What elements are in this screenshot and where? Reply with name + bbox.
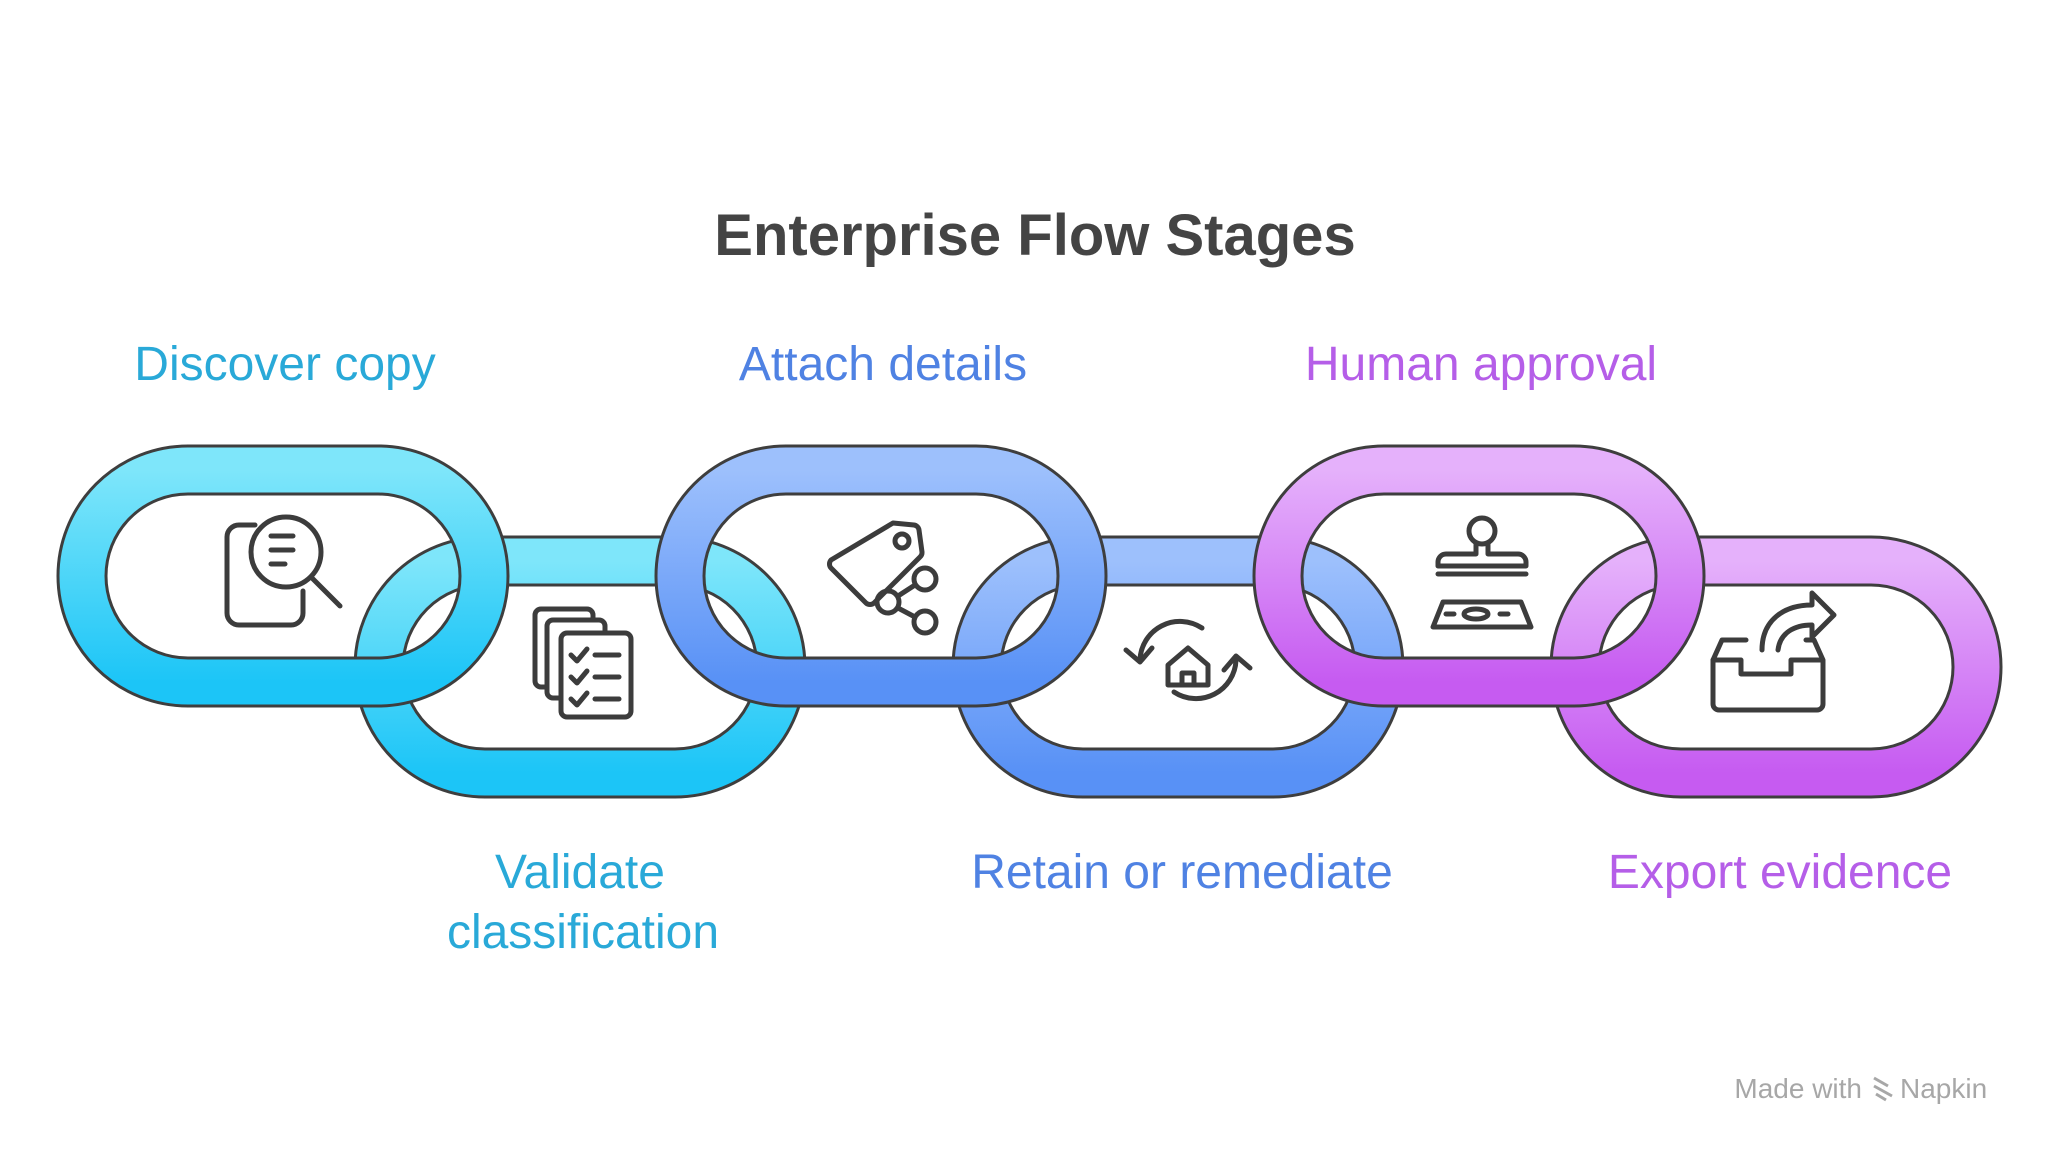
stage-1-label: Discover copy xyxy=(134,338,435,391)
napkin-watermark: Made with Napkin xyxy=(1734,1073,1987,1104)
watermark-prefix: Made with xyxy=(1734,1073,1862,1104)
watermark-brand: Napkin xyxy=(1900,1073,1987,1104)
checklist-documents-icon xyxy=(532,606,634,720)
tray-export-icon xyxy=(1710,590,1837,713)
tag-share-icon xyxy=(827,520,939,636)
stage-5-label: Human approval xyxy=(1305,338,1657,391)
stage-4-label: Retain or remediate xyxy=(971,846,1393,899)
chain-link-3 xyxy=(654,444,1108,708)
stage-2-label-line-1: Validate xyxy=(495,846,665,899)
stage-3-label: Attach details xyxy=(739,338,1027,391)
stage-6-label: Export evidence xyxy=(1608,846,1952,899)
chain-link-1 xyxy=(56,444,510,708)
chain-link-5 xyxy=(1252,444,1706,708)
document-search-icon xyxy=(224,514,343,628)
home-cycle-icon xyxy=(1123,618,1253,702)
napkin-logo-icon xyxy=(1873,1076,1893,1102)
stage-2-label-line-2: classification xyxy=(447,906,719,959)
diagram-title: Enterprise Flow Stages xyxy=(714,203,1355,268)
stamp-icon xyxy=(1430,515,1534,630)
